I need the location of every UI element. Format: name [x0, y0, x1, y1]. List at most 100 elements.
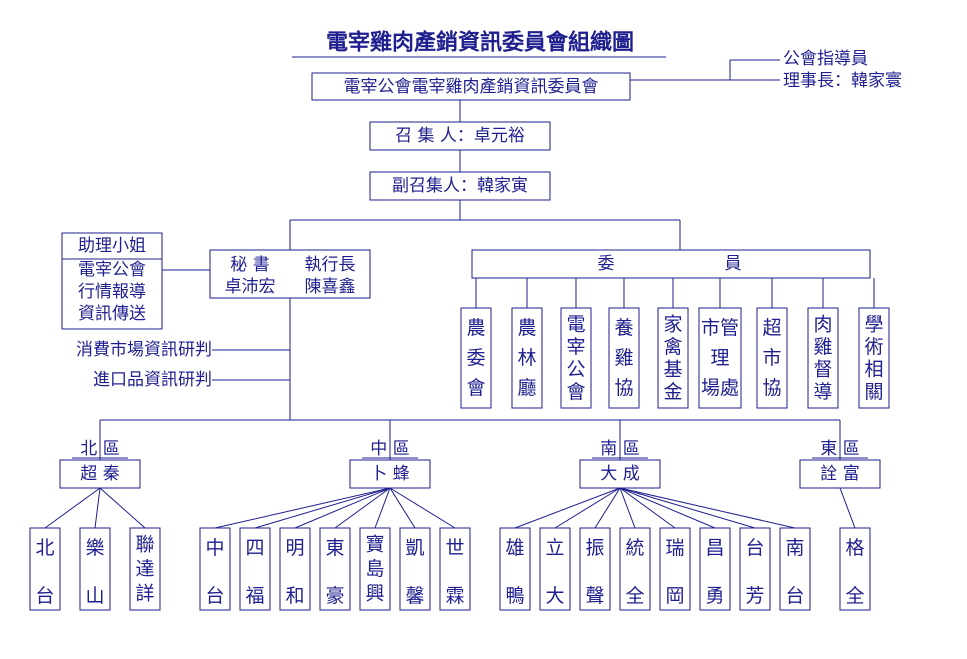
- member-char: 雄: [505, 537, 524, 559]
- committee-member-char: 養: [614, 317, 633, 339]
- member-char: 台: [205, 585, 224, 607]
- member-connector: [254, 487, 391, 529]
- member-char: 霖: [445, 585, 464, 607]
- member-connector: [99, 487, 146, 529]
- member-char: 中: [205, 537, 224, 559]
- member-char: 東: [325, 537, 344, 559]
- member-box: [579, 527, 611, 611]
- member-connector: [619, 487, 676, 529]
- region-leader: 卜 蜂: [370, 464, 409, 484]
- guidance-line-2: 理事長：韓家寰: [783, 70, 902, 91]
- member-box: [79, 527, 111, 611]
- member-connector: [514, 487, 621, 529]
- member-char: 台: [785, 585, 804, 607]
- member-char: 世: [445, 537, 464, 559]
- member-connector: [594, 487, 621, 529]
- convener-box: [369, 121, 551, 151]
- committee-member-char: 超: [762, 317, 781, 339]
- member-char: 勇: [705, 585, 724, 607]
- region-leader-box: [799, 459, 881, 489]
- committee-box: [471, 249, 871, 279]
- root-label: 電宰公會電宰雞肉產銷資訊委員會: [344, 77, 599, 97]
- committee-member-char: 市管: [701, 317, 739, 339]
- executive-role: 執行長: [305, 255, 356, 275]
- committee-member-char: 基: [663, 358, 682, 380]
- deputy-box: [369, 171, 551, 201]
- member-connector: [554, 487, 621, 529]
- committee-member-box: [460, 307, 492, 409]
- executive-name: 陳喜鑫: [305, 277, 356, 297]
- committee-member-char: 家: [663, 313, 682, 335]
- member-char: 凱: [405, 537, 424, 559]
- assistant-duty: 行情報導: [78, 282, 146, 302]
- member-char: 聯: [135, 533, 154, 555]
- member-box: [319, 527, 351, 611]
- region-leader: 大 成: [600, 464, 639, 484]
- member-char: 聲: [585, 585, 604, 607]
- committee-member-char: 雞: [614, 347, 633, 369]
- member-box: [779, 527, 811, 611]
- region-leader: 詮 富: [820, 464, 859, 484]
- committee-member-char: 林: [517, 347, 536, 369]
- region-leader-box: [59, 459, 141, 489]
- committee-member-box: [608, 307, 640, 409]
- region-label: 北 區: [80, 439, 119, 459]
- research-label: 消費市場資訊研判: [76, 340, 212, 360]
- member-char: 瑞: [665, 537, 684, 559]
- member-connector: [619, 487, 756, 529]
- region-label: 中 區: [370, 439, 409, 459]
- member-char: 岡: [665, 585, 684, 607]
- member-char: 振: [585, 537, 604, 559]
- committee-label-right: 員: [725, 254, 742, 274]
- member-connector: [389, 487, 456, 529]
- assistant-duties-box: [61, 258, 163, 330]
- secretary-box: [209, 249, 371, 299]
- member-char: 芳: [745, 585, 764, 607]
- member-char: 和: [285, 585, 304, 607]
- member-box: [359, 527, 391, 611]
- member-connector: [374, 487, 391, 529]
- member-char: 山: [85, 585, 104, 607]
- committee-member-box: [511, 307, 543, 409]
- member-connector: [389, 487, 416, 529]
- secretary-name: 卓沛宏: [225, 277, 276, 297]
- committee-member-char: 電: [566, 313, 585, 335]
- member-char: 全: [625, 585, 644, 607]
- committee-member-char: 相: [864, 358, 883, 380]
- member-char: 台: [745, 537, 764, 559]
- member-char: 統: [625, 537, 644, 559]
- committee-member-box: [858, 307, 890, 409]
- region-label: 南 區: [600, 439, 639, 459]
- member-char: 全: [845, 585, 864, 607]
- assistant-duty: 電宰公會: [78, 260, 146, 280]
- member-char: 馨: [405, 585, 424, 607]
- member-connector: [839, 487, 856, 529]
- member-char: 島: [365, 558, 384, 580]
- member-box: [739, 527, 771, 611]
- member-char: 詳: [135, 583, 154, 605]
- committee-member-char: 督: [813, 358, 832, 380]
- committee-member-char: 學: [864, 313, 883, 335]
- member-box: [29, 527, 61, 611]
- member-box: [539, 527, 571, 611]
- deputy-label: 副召集人：韓家寅: [392, 176, 528, 196]
- member-box: [499, 527, 531, 611]
- committee-member-char: 農: [517, 317, 536, 339]
- node-boxes: [29, 72, 890, 611]
- member-char: 寶: [365, 533, 384, 555]
- member-box: [439, 527, 471, 611]
- member-char: 北: [35, 537, 54, 559]
- region-label: 東 區: [820, 439, 859, 459]
- committee-member-char: 關: [864, 381, 883, 403]
- member-char: 興: [365, 583, 384, 605]
- committee-member-char: 宰: [566, 336, 585, 358]
- member-char: 樂: [85, 537, 104, 559]
- member-connector: [619, 487, 716, 529]
- node-labels: 電宰雞肉產銷資訊委員會組織圖電宰公會電宰雞肉產銷資訊委員會公會指導員理事長：韓家…: [35, 30, 902, 608]
- member-connector: [44, 487, 101, 529]
- member-box: [279, 527, 311, 611]
- committee-member-char: 農: [466, 317, 485, 339]
- member-char: 台: [35, 585, 54, 607]
- member-connector: [94, 487, 101, 529]
- committee-member-char: 肉: [813, 313, 832, 335]
